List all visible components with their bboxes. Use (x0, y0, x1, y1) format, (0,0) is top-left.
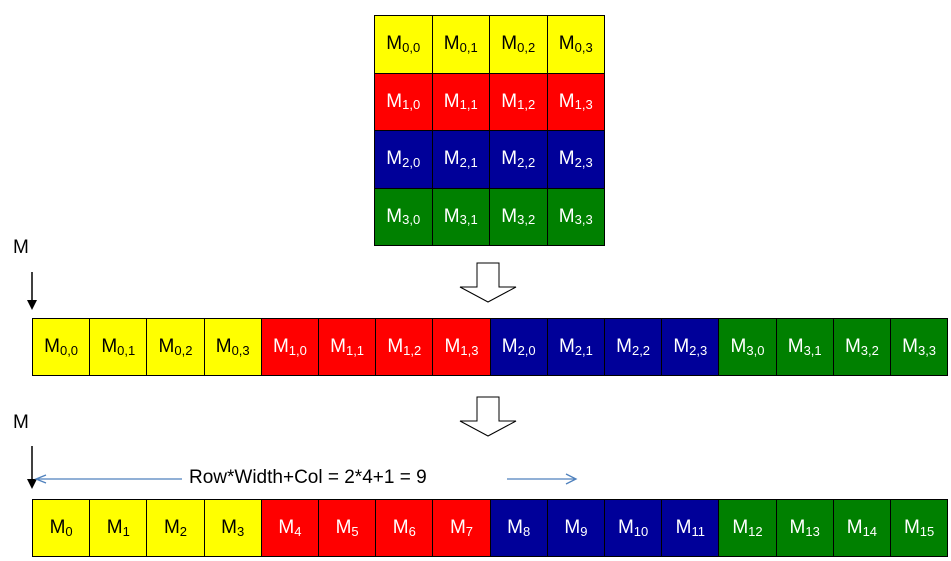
pointer-arrowhead-2 (27, 479, 37, 489)
pointer-arrowhead-1 (27, 300, 37, 310)
down-arrow-icon (459, 262, 517, 303)
pointer-label-1: M (13, 237, 29, 258)
pointer-label-2: M (13, 412, 29, 433)
down-arrow-icon (459, 396, 517, 437)
index-formula: Row*Width+Col = 2*4+1 = 9 (189, 467, 427, 488)
index-right-arrowhead (565, 473, 578, 485)
index-left-arrowhead (34, 474, 47, 484)
